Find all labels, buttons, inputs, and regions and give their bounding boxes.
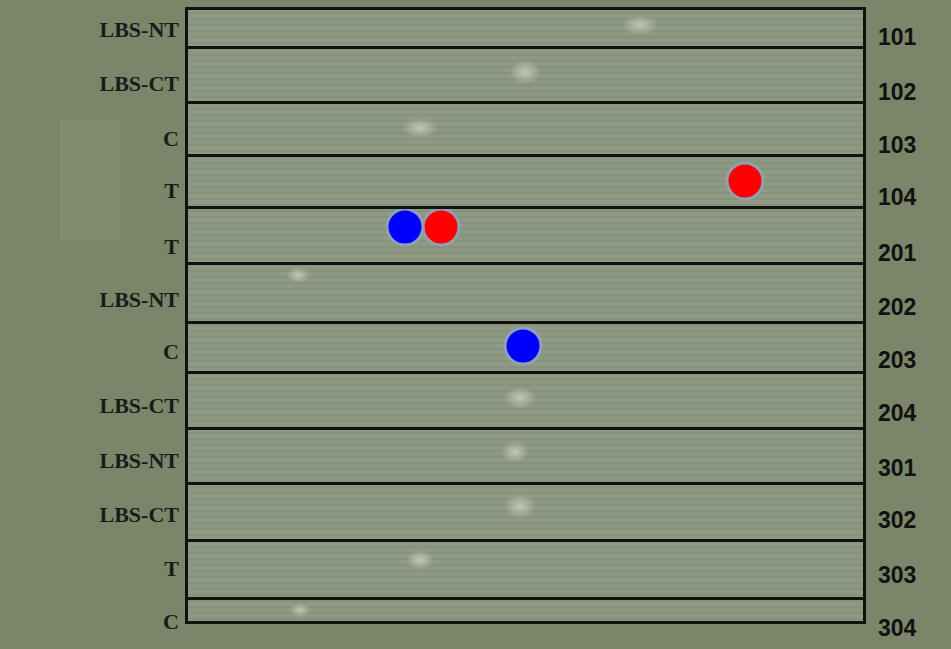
plot-number: 201	[878, 240, 916, 267]
treatment-label: LBS-CT	[100, 393, 179, 419]
plot-strip: T201	[185, 206, 866, 265]
treatment-label: LBS-NT	[100, 17, 179, 43]
treatment-label: T	[164, 556, 179, 582]
light-patches	[286, 15, 658, 617]
plot-number: 203	[878, 347, 916, 374]
red-dot	[727, 163, 763, 199]
plot-strip: LBS-NT101	[185, 7, 866, 49]
plot-strip: LBS-NT301	[185, 427, 866, 485]
plot-number: 303	[878, 562, 916, 589]
plot-number: 302	[878, 507, 916, 534]
plot-number: 202	[878, 294, 916, 321]
plot-strip: T104	[185, 154, 866, 209]
plot-number: 103	[878, 132, 916, 159]
treatment-label: T	[164, 234, 179, 260]
plot-strip: LBS-CT204	[185, 371, 866, 430]
plot-number: 304	[878, 615, 916, 642]
plot-number: 102	[878, 79, 916, 106]
plot-strip: C203	[185, 321, 866, 374]
treatment-label: C	[163, 339, 179, 365]
treatment-label: C	[163, 126, 179, 152]
plot-number: 204	[878, 400, 916, 427]
plot-strip: T303	[185, 539, 866, 600]
red-dot	[423, 209, 459, 245]
treatment-label: LBS-NT	[100, 287, 179, 313]
ground-patch	[60, 120, 120, 240]
plot-number: 104	[878, 184, 916, 211]
treatment-label: C	[163, 609, 179, 635]
treatment-label: LBS-CT	[100, 502, 179, 528]
plot-number: 301	[878, 455, 916, 482]
plot-strip: LBS-CT102	[185, 46, 866, 104]
plot-strip: C304	[185, 597, 866, 624]
blue-dot	[387, 209, 423, 245]
plot-number: 101	[878, 24, 916, 51]
treatment-label: T	[164, 178, 179, 204]
treatment-label: LBS-CT	[100, 71, 179, 97]
blue-dot	[505, 328, 541, 364]
plot-strip: LBS-CT302	[185, 482, 866, 542]
plot-strip: C103	[185, 101, 866, 157]
plot-strip: LBS-NT202	[185, 262, 866, 324]
treatment-label: LBS-NT	[100, 448, 179, 474]
